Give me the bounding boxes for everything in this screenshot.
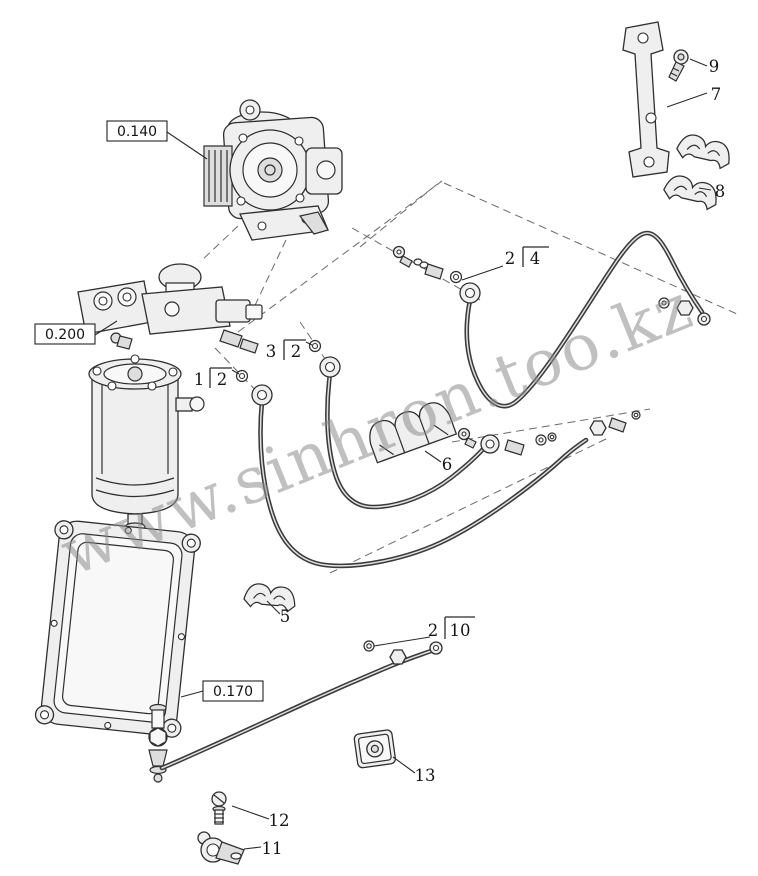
part-label-6: 6: [442, 455, 453, 474]
part-label-13: 13: [415, 766, 436, 785]
part-label-2d: 2: [428, 621, 439, 640]
ecu-plate-drawing: [34, 520, 201, 738]
screw-12-drawing: [211, 791, 227, 825]
clamp-11-drawing: [197, 831, 245, 865]
part-label-9: 9: [709, 57, 720, 76]
part-number-labels: 9 7 8 2 4 3 2 1 2 6 5 2 10 13 12 11: [194, 57, 726, 858]
ref-box-0170: [202, 680, 264, 702]
fuel-tubes-drawing: [159, 230, 705, 771]
nut-13-drawing: [353, 729, 397, 769]
part-label-10: 10: [450, 621, 471, 640]
part-label-2c: 2: [217, 370, 228, 389]
part-label-2b: 2: [291, 342, 302, 361]
tube-clamp-5-drawing: [243, 583, 296, 613]
fuel-filter-drawing: [88, 354, 205, 532]
part-label-7: 7: [711, 85, 722, 104]
part-label-4: 4: [530, 249, 541, 268]
part-label-3: 3: [266, 342, 277, 361]
tube-clamp-block-6-drawing: [369, 402, 458, 464]
part-label-1: 1: [194, 370, 205, 389]
part-label-12: 12: [269, 811, 290, 830]
fittings-and-hardware-drawing: [235, 245, 711, 665]
part-label-2a: 2: [505, 249, 516, 268]
ref-label-0140: 0.140: [117, 124, 157, 140]
ref-label-0200: 0.200: [45, 327, 85, 343]
reference-labels: 0.140 0.200 0.170: [34, 120, 264, 702]
tube-clamp-8a-drawing: [676, 134, 730, 170]
tube-clamp-8b-drawing: [663, 175, 717, 211]
part-label-11: 11: [262, 839, 283, 858]
ref-label-0170: 0.170: [213, 684, 253, 700]
ref-box-0140: [106, 120, 168, 142]
drain-fitting-stack-drawing: [148, 703, 168, 783]
valve-manifold-drawing: [77, 263, 263, 354]
part-label-8: 8: [715, 182, 726, 201]
part-label-5: 5: [280, 607, 291, 626]
leader-lines: [94, 58, 712, 850]
mounting-bracket-drawing: [622, 21, 670, 178]
ref-box-0200: [34, 323, 96, 345]
screw-9-drawing: [668, 49, 689, 82]
fuel-injection-pump-drawing: [203, 99, 343, 241]
